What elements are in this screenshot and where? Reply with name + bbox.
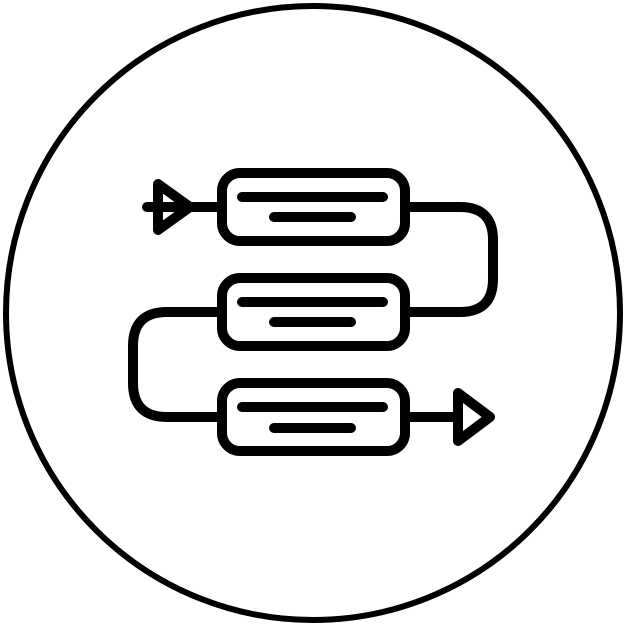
start-arrow-head <box>153 179 195 235</box>
connector-right <box>400 202 498 317</box>
outer-circle <box>3 3 623 623</box>
end-arrow-head <box>453 388 495 446</box>
process-step-3 <box>217 378 410 456</box>
connector-left <box>128 307 227 422</box>
process-step-2 <box>217 273 410 351</box>
process-step-1 <box>217 168 410 246</box>
